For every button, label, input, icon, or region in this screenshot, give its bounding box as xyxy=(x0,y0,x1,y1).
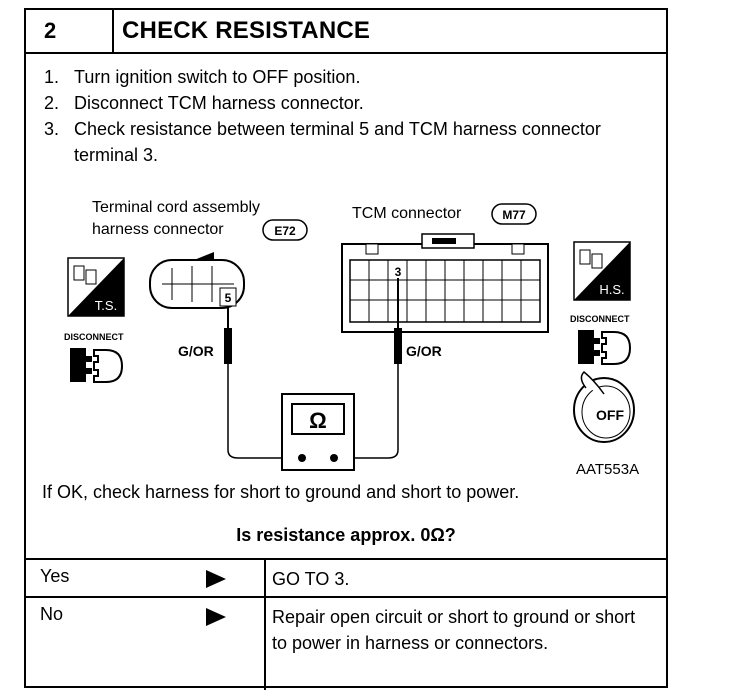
wiring-diagram: Terminal cord assembly harness connector… xyxy=(64,199,639,478)
connector-code-badge: E72 xyxy=(262,219,308,241)
column-divider xyxy=(264,560,266,598)
tcm-wire-color: G/OR xyxy=(406,343,442,359)
step-header: 2 CHECK RESISTANCE xyxy=(26,10,666,54)
step-title: CHECK RESISTANCE xyxy=(122,17,371,44)
ohmmeter: Ω xyxy=(281,393,355,471)
disconnect-label: DISCONNECT xyxy=(570,314,630,324)
instruction-number: 2. xyxy=(44,93,60,113)
ohm-symbol: Ω xyxy=(309,408,327,433)
answer-action: GO TO 3. xyxy=(272,569,350,589)
figure-code: AAT553A xyxy=(576,461,639,478)
hs-label: H.S. xyxy=(599,282,624,297)
left-harness-connector: 5 xyxy=(149,252,245,309)
connector-code-badge: M77 xyxy=(491,203,537,225)
left-terminal-number: 5 xyxy=(225,291,232,305)
column-divider xyxy=(264,598,266,690)
arrow-right-icon xyxy=(206,570,226,588)
instruction-item: 2. Disconnect TCM harness connector. xyxy=(44,90,654,116)
harness-side-icon: H.S. xyxy=(573,241,631,301)
instruction-number: 1. xyxy=(44,67,60,87)
answer-row-no: No Repair open circuit or short to groun… xyxy=(24,596,668,690)
answer-row-yes: Yes GO TO 3. xyxy=(24,558,668,598)
key-off-label: OFF xyxy=(596,407,624,423)
instruction-text: Turn ignition switch to OFF position. xyxy=(74,67,361,87)
diagnostic-question: Is resistance approx. 0Ω? xyxy=(236,525,456,545)
step-number: 2 xyxy=(26,10,114,52)
left-connector-label-line2: harness connector xyxy=(92,221,224,238)
left-wire-color: G/OR xyxy=(178,343,214,359)
diagnostic-step-panel: 2 CHECK RESISTANCE 1. Turn ignition swit… xyxy=(24,8,668,690)
instruction-item: 1. Turn ignition switch to OFF position. xyxy=(44,64,654,90)
answer-table: Yes GO TO 3. No Repair open circuit or s… xyxy=(24,558,668,690)
instruction-list: 1. Turn ignition switch to OFF position.… xyxy=(44,64,654,168)
disconnect-label: DISCONNECT xyxy=(64,332,124,342)
instruction-text: Disconnect TCM harness connector. xyxy=(74,93,364,113)
disconnect-icon: DISCONNECT xyxy=(570,314,632,365)
instruction-number: 3. xyxy=(44,119,60,139)
disconnect-icon: DISCONNECT xyxy=(64,332,124,383)
answer-label: No xyxy=(40,604,64,624)
tcm-harness-connector: 3 xyxy=(341,233,549,333)
ts-label: T.S. xyxy=(95,298,117,313)
answer-action: Repair open circuit or short to ground o… xyxy=(272,607,636,653)
test-side-icon: T.S. xyxy=(67,257,125,317)
left-connector-label-line1: Terminal cord assembly xyxy=(92,199,260,216)
left-connector-code: E72 xyxy=(274,224,296,238)
arrow-right-icon xyxy=(206,608,226,626)
tcm-connector-code: M77 xyxy=(502,208,526,222)
tcm-connector-label: TCM connector xyxy=(352,205,462,222)
tcm-terminal-number: 3 xyxy=(395,265,402,279)
test-leads xyxy=(224,278,402,459)
instruction-item: 3. Check resistance between terminal 5 a… xyxy=(44,116,654,168)
instruction-text: Check resistance between terminal 5 and … xyxy=(74,119,601,165)
answer-label: Yes xyxy=(40,566,70,586)
ok-note: If OK, check harness for short to ground… xyxy=(42,482,520,502)
ignition-key-off-icon: OFF xyxy=(573,370,635,443)
